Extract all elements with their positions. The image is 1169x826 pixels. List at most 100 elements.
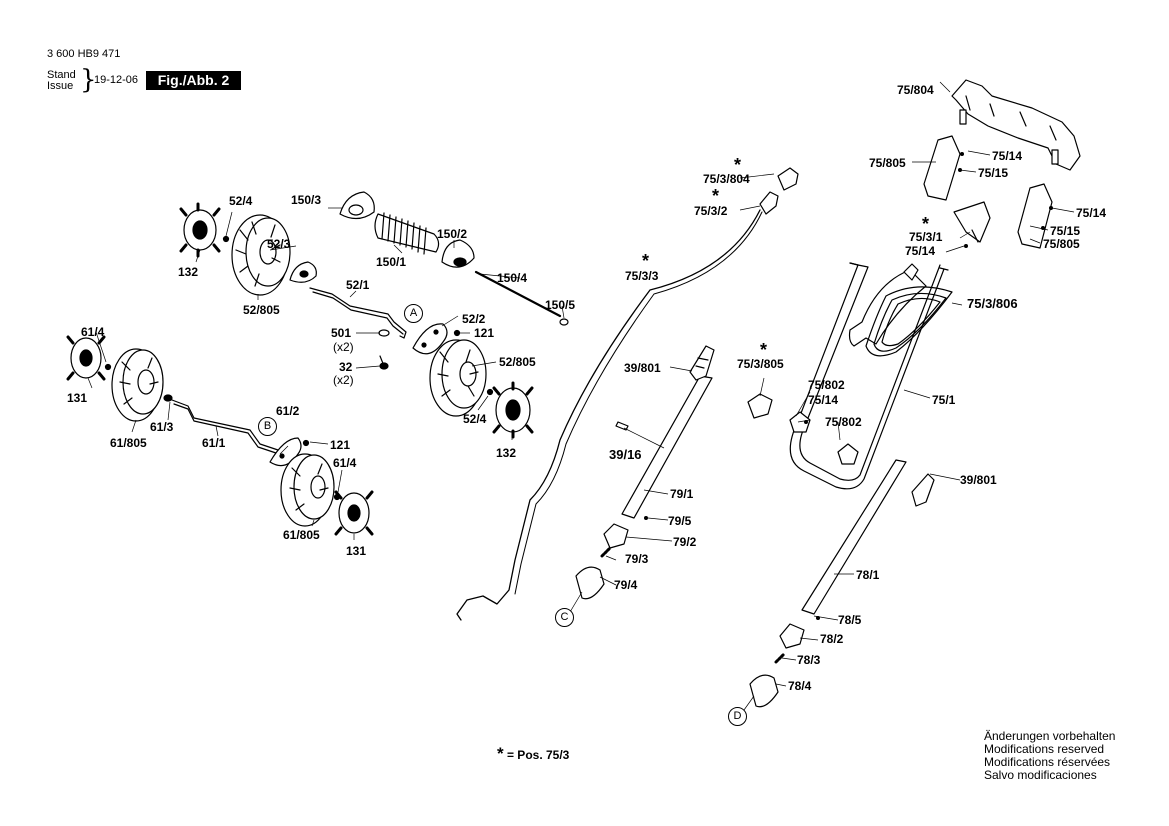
label-61-4: 61/4 — [81, 325, 105, 339]
cap-78-4 — [749, 674, 779, 708]
callout-c: C — [555, 608, 574, 627]
label-150-4: 150/4 — [497, 271, 528, 285]
label-131: 131 — [346, 544, 367, 558]
knob-75-802-lower — [837, 443, 859, 465]
label-78-2: 78/2 — [820, 632, 844, 646]
cable-box-75-3-1 — [953, 201, 991, 243]
label-61-805: 61/805 — [283, 528, 320, 542]
screw-121-upper — [453, 329, 461, 337]
screw-32 — [379, 355, 389, 370]
issue-label: Issue — [47, 80, 74, 92]
label-75-802: 75/802 — [808, 378, 845, 392]
label-52-805: 52/805 — [243, 303, 280, 317]
note-es: Salvo modificaciones — [984, 768, 1097, 782]
screw-52-4-upper — [222, 235, 230, 243]
label-61-1: 61/1 — [202, 436, 226, 450]
label-39-801: 39/801 — [960, 473, 997, 487]
knob-39-801-left — [689, 345, 715, 381]
note-de: Änderungen vorbehalten — [984, 729, 1116, 743]
label-78-3: 78/3 — [797, 653, 821, 667]
label-39-16: 39/16 — [609, 447, 642, 462]
wheel-61-805-upper — [111, 348, 164, 422]
shaft-150-4 — [474, 270, 562, 318]
star-marker: * — [922, 214, 930, 234]
screw-52-4-lower — [486, 388, 494, 396]
label-75-805: 75/805 — [1043, 237, 1080, 251]
part-number: 3 600 HB9 471 — [47, 48, 121, 60]
wheel-61-805-lower — [280, 453, 335, 527]
cable-75-3-3 — [456, 209, 761, 621]
label-75-15: 75/15 — [1050, 224, 1081, 238]
legend-text: = Pos. 75/3 — [506, 748, 570, 762]
label-79-5: 79/5 — [668, 514, 692, 528]
clip-150-5 — [559, 318, 569, 326]
label-131: 131 — [67, 391, 88, 405]
plug-79-2 — [603, 523, 629, 549]
label-132: 132 — [496, 446, 517, 460]
star-marker: * — [712, 186, 720, 206]
label-78-4: 78/4 — [788, 679, 812, 693]
axle-52-1 — [309, 287, 407, 339]
label-qty-x2: (x2) — [333, 373, 354, 387]
label-150-1: 150/1 — [376, 255, 407, 269]
label-79-3: 79/3 — [625, 552, 649, 566]
roller-150-1 — [374, 212, 440, 255]
label-79-1: 79/1 — [670, 487, 694, 501]
label-61-3: 61/3 — [150, 420, 174, 434]
cable-end-75-3-804 — [777, 167, 799, 191]
clip-75-3-805 — [747, 393, 773, 419]
label-39-801: 39/801 — [624, 361, 661, 375]
label-121: 121 — [474, 326, 495, 340]
plug-78-2 — [779, 623, 805, 649]
label-75-14: 75/14 — [808, 393, 839, 407]
star-marker: * — [734, 155, 742, 175]
label-78-1: 78/1 — [856, 568, 880, 582]
label-78-5: 78/5 — [838, 613, 862, 627]
handle-grip-75-804 — [951, 79, 1081, 171]
label-150-2: 150/2 — [437, 227, 468, 241]
hub-cap-131-upper — [66, 335, 106, 381]
callout-a: A — [404, 304, 423, 323]
label-52-1: 52/1 — [346, 278, 370, 292]
label-121: 121 — [330, 438, 351, 452]
label-79-2: 79/2 — [673, 535, 697, 549]
note-fr: Modifications réservées — [984, 755, 1111, 769]
label-qty-x2: (x2) — [333, 340, 354, 354]
legend: * = Pos. 75/3 — [497, 744, 569, 764]
upper-handle-75-1 — [789, 262, 949, 490]
cable-assembly-75-3-806 — [848, 263, 953, 357]
label-150-5: 150/5 — [545, 298, 576, 312]
star-marker: * — [760, 340, 768, 360]
label-150-3: 150/3 — [291, 193, 322, 207]
label-75-3-804: 75/3/804 — [703, 172, 750, 186]
star-marker: * — [642, 251, 650, 271]
wheel-52-805-upper — [231, 214, 291, 296]
cable-end-75-3-2 — [759, 191, 779, 215]
label-75-15: 75/15 — [978, 166, 1009, 180]
label-75-3-1: 75/3/1 — [909, 230, 943, 244]
label-132: 132 — [178, 265, 199, 279]
tube-79-1 — [621, 365, 713, 519]
label-75-3-806: 75/3/806 — [967, 296, 1018, 311]
axle-61-3-61-1 — [163, 394, 279, 454]
small-screws — [644, 152, 1053, 620]
screw-79-3 — [600, 546, 612, 558]
screw-121-lower — [302, 439, 310, 447]
label-75-14: 75/14 — [1076, 206, 1107, 220]
label-52-805: 52/805 — [499, 355, 536, 369]
bracket-52-3 — [289, 261, 317, 283]
brace-glyph: } — [80, 65, 97, 95]
clamp-75-805-upper — [923, 135, 961, 201]
hub-cap-131-lower — [334, 490, 374, 536]
end-cap-150-2 — [441, 239, 475, 268]
knob-39-801-right — [911, 473, 935, 507]
label-75-14: 75/14 — [992, 149, 1023, 163]
label-52-4: 52/4 — [463, 412, 487, 426]
label-75-802: 75/802 — [825, 415, 862, 429]
callout-b: B — [258, 417, 277, 436]
label-52-2: 52/2 — [462, 312, 486, 326]
label-79-4: 79/4 — [614, 578, 638, 592]
note-en: Modifications reserved — [984, 742, 1105, 756]
